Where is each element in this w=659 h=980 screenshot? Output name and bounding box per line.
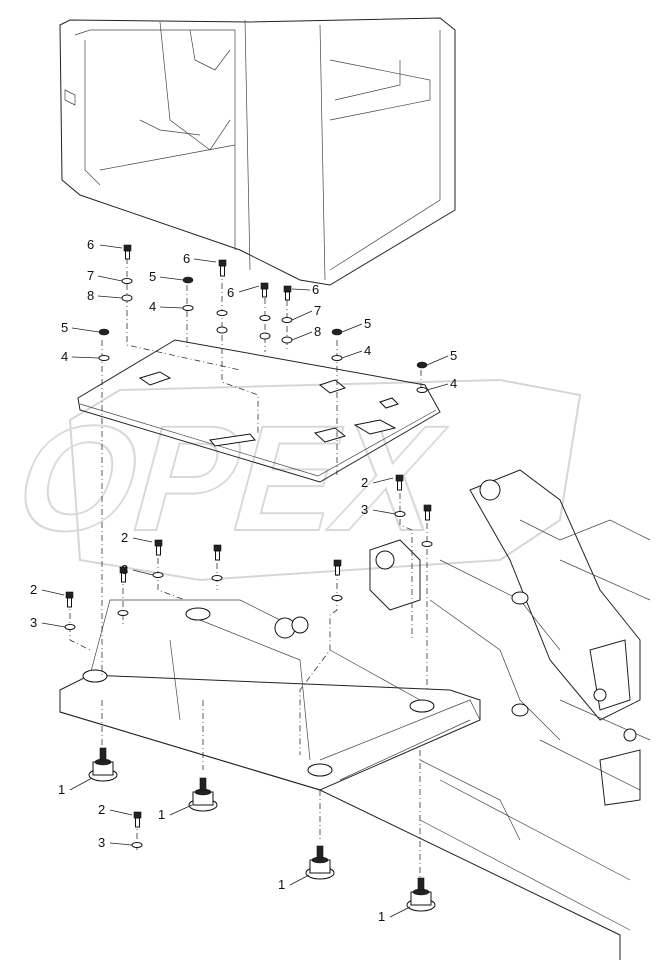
- callout-6: 6: [227, 285, 235, 300]
- mount-c: [305, 845, 335, 880]
- fasteners: [64, 244, 433, 848]
- watermark-text: OPEX: [0, 395, 461, 562]
- callout-4: 4: [364, 343, 372, 358]
- bolt-6a: [123, 244, 132, 252]
- mount-a: [88, 747, 118, 782]
- callout-2: 2: [361, 475, 369, 490]
- callout-5: 5: [450, 348, 458, 363]
- callout-2: 2: [121, 530, 129, 545]
- floor-plate: [77, 339, 441, 483]
- callout-4: 4: [61, 349, 69, 364]
- callout-6: 6: [312, 282, 320, 297]
- mount-d: [406, 877, 436, 912]
- mount-b: [188, 777, 218, 812]
- callout-1: 1: [378, 909, 386, 924]
- callout-3: 3: [98, 835, 106, 850]
- callout-7: 7: [87, 268, 95, 283]
- callout-5: 5: [364, 316, 372, 331]
- callout-3: 3: [30, 615, 38, 630]
- lower-frame: [59, 599, 631, 960]
- callout-1: 1: [278, 877, 286, 892]
- callout-2: 2: [98, 802, 106, 817]
- callout-2: 2: [30, 582, 38, 597]
- callout-8: 8: [314, 324, 322, 339]
- rubber-mounts: [88, 747, 436, 912]
- callout-3: 3: [121, 562, 129, 577]
- leader-lines: [41, 244, 449, 918]
- callout-1: 1: [158, 807, 166, 822]
- callout-1: 1: [58, 782, 66, 797]
- callout-5: 5: [61, 320, 69, 335]
- cab-frame: [59, 17, 456, 286]
- callout-6: 6: [87, 237, 95, 252]
- callout-3: 3: [361, 502, 369, 517]
- callout-6: 6: [183, 251, 191, 266]
- boom-mount: [369, 469, 651, 806]
- callout-4: 4: [149, 299, 157, 314]
- callout-5: 5: [149, 269, 157, 284]
- callout-8: 8: [87, 288, 95, 303]
- callout-4: 4: [450, 376, 458, 391]
- callout-7: 7: [314, 303, 322, 318]
